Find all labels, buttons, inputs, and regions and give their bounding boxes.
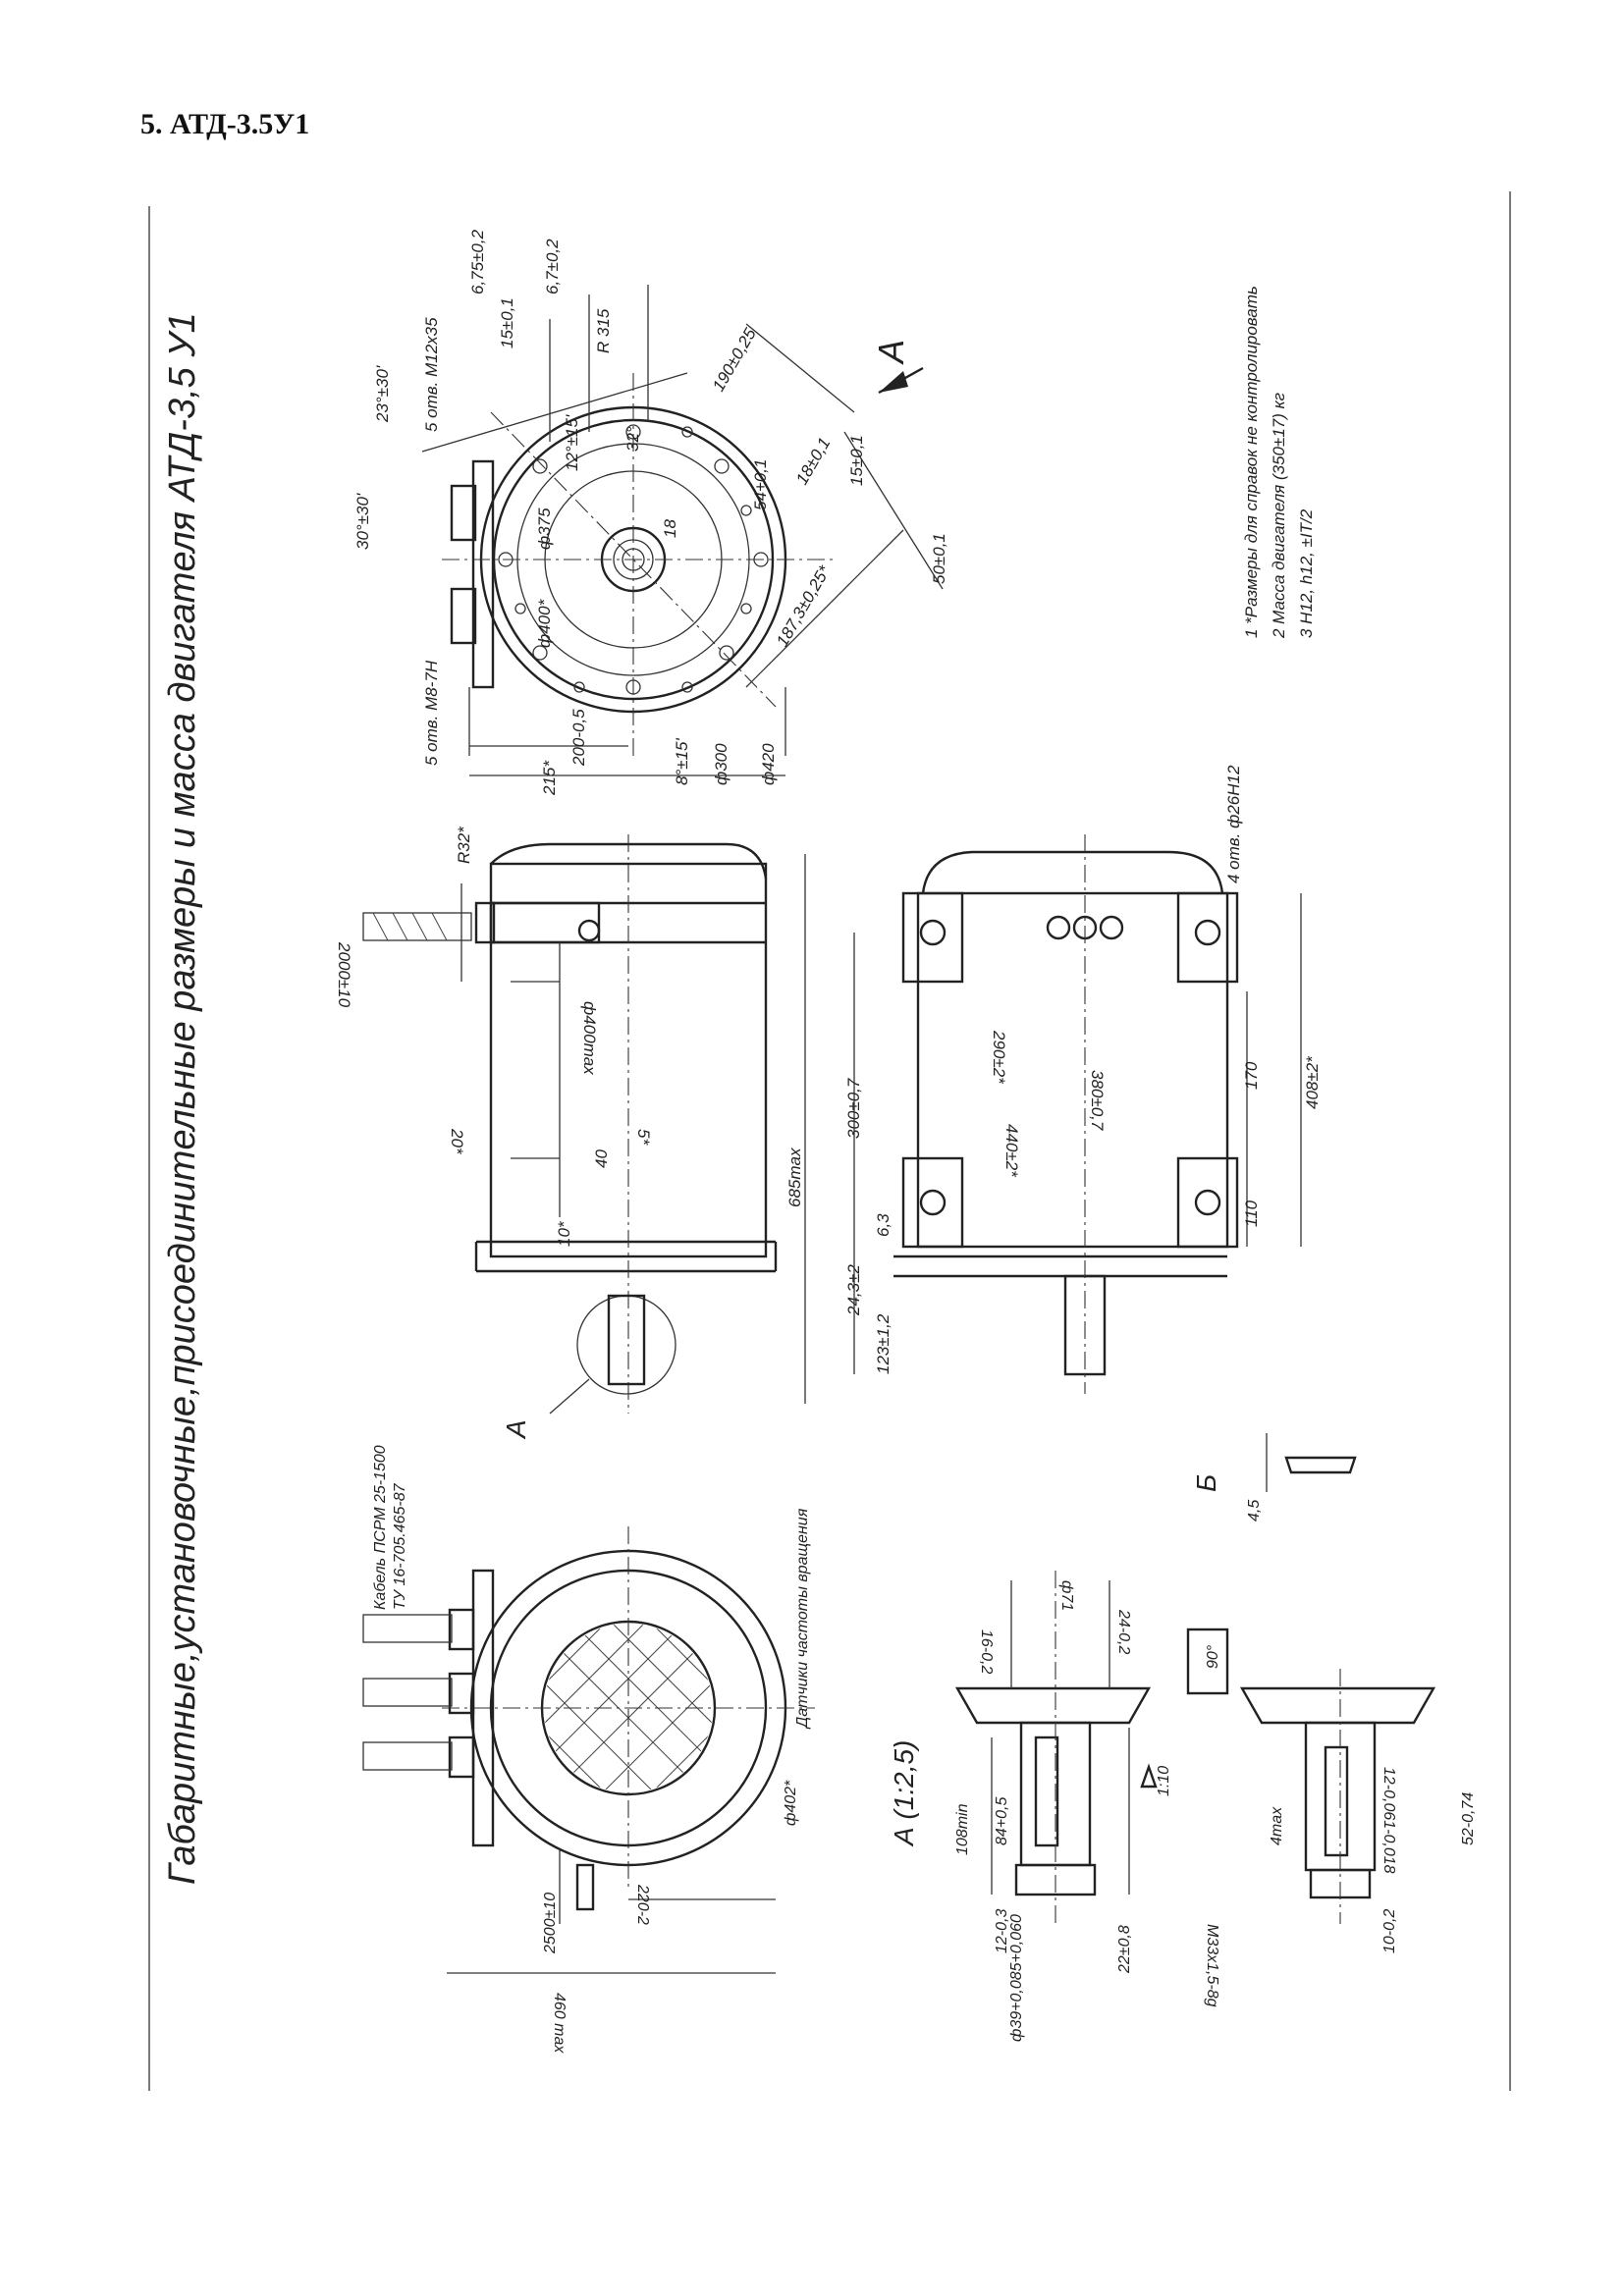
dim-ev-23: ф420: [759, 743, 778, 785]
dim-da-6: 84+0,5: [994, 1797, 1010, 1845]
top-view-dimensions: 4 отв. ф26Н12 290±2* 380±0,7 440±2* 170 …: [990, 765, 1322, 1227]
dim-da-4: 1:10: [1156, 1766, 1172, 1796]
dim-ev-0: 30°±30': [353, 493, 372, 550]
dim-ev-16: 18: [661, 519, 679, 538]
dim-db-0: 4,5: [1246, 1500, 1263, 1522]
document-heading: 5. АТД-3.5У1: [140, 108, 310, 140]
dim-tv-4: 170: [1242, 1061, 1261, 1090]
dim-da-0: ф71: [1058, 1580, 1075, 1611]
notes-block: 1 *Размеры для справок не контролировать…: [1242, 286, 1316, 639]
detail-b: [1239, 1433, 1436, 1924]
dim-db-1: 4max: [1269, 1806, 1285, 1845]
dim-tv-2: 380±0,7: [1088, 1070, 1107, 1131]
note-3: 3 H12, h12, ±IT/2: [1297, 508, 1316, 638]
dim-fv-5: 2500±10: [542, 1893, 559, 1954]
dim-ev-11: 54+0,1: [751, 459, 770, 510]
dim-fv-0: Кабель ПСРМ 25-1500: [372, 1445, 389, 1610]
dim-ev-12: 15±0,1: [847, 435, 866, 486]
dim-ev-18: 5 отв. М8-7Н: [422, 660, 441, 766]
dim-sv-3: 20*: [448, 1128, 466, 1155]
dim-ev-4: 6,7±0,2: [543, 239, 562, 294]
front-view: [362, 1526, 815, 1974]
dim-tv-1: 290±2*: [990, 1030, 1008, 1085]
dim-ev-17: 187,3±0,25*: [773, 561, 835, 650]
dim-da-8: 22±0,8: [1116, 1925, 1133, 1974]
dim-ev-21: 8°±15': [673, 738, 691, 785]
detail-a-dimensions: ф71 24-0,2 16-0,2 90° 1:10 108min 84+0,5…: [954, 1580, 1221, 2042]
side-view: [362, 834, 806, 1415]
dim-fv-1: ТУ 16-705.465-87: [392, 1482, 408, 1610]
dim-ev-14: ф400*: [535, 598, 554, 648]
note-1: 1 *Размеры для справок не контролировать: [1242, 286, 1261, 638]
dim-db-3: 52-0,74: [1460, 1792, 1477, 1845]
dim-sv-6: 10*: [555, 1220, 573, 1247]
dim-sv-5: 40: [592, 1149, 611, 1168]
dim-ev-7: 12°±15': [563, 414, 581, 471]
dim-ev-5: 15±0,1: [498, 297, 516, 348]
dim-ev-3: 6,75±0,2: [468, 229, 487, 294]
dim-ev-22: ф300: [712, 743, 730, 785]
dim-fv-3: ф402*: [783, 1780, 799, 1826]
drawing-title: Габаритные,установочные,присоединительны…: [162, 312, 203, 1885]
dim-sv-10: 123±1,2: [874, 1313, 893, 1374]
dim-fv-6: 460 max: [551, 1993, 568, 2054]
dim-sv-2: ф400max: [580, 1001, 599, 1075]
dim-da-5: 108min: [954, 1803, 971, 1855]
top-view: [853, 834, 1302, 1394]
view-a-ref-label: А: [501, 1419, 531, 1440]
side-view-dimensions: R32* 2000±10 ф400max 20* 5* 40 10* 685ma…: [335, 826, 893, 1374]
dim-ev-15: ф375: [535, 507, 554, 550]
dim-tv-6: 110: [1242, 1200, 1261, 1227]
dim-db-2: 12-0,061-0,018: [1380, 1767, 1397, 1874]
view-a-arrow-label: А: [871, 340, 911, 365]
dim-db-5: М33х1,5-8g: [1204, 1924, 1220, 2007]
dim-tv-0: 4 отв. ф26Н12: [1224, 765, 1243, 883]
dim-ev-10: 18±0,1: [792, 435, 834, 488]
dim-fv-2: Датчики частоты вращения: [794, 1508, 811, 1730]
dim-da-7: 12-0,3: [994, 1909, 1010, 1953]
dim-da-3: 90°: [1205, 1644, 1221, 1669]
dim-sv-0: R32*: [455, 826, 473, 864]
dim-db-4: 10-0,2: [1381, 1909, 1398, 1953]
dim-ev-8: 32°: [623, 426, 642, 452]
detail-b-label: Б: [1191, 1474, 1221, 1492]
dim-fv-4: 220-2: [634, 1884, 651, 1925]
dim-sv-4: 5*: [634, 1129, 653, 1146]
end-view-flange: [421, 285, 944, 776]
detail-a-label: А (1:2,5): [889, 1740, 919, 1847]
dim-ev-2: 5 отв. М12х35: [422, 317, 441, 432]
dim-da-9: ф39+0,085+0,060: [1008, 1914, 1025, 2042]
dim-sv-1: 2000±10: [335, 941, 353, 1008]
dim-ev-19: 200-0,5: [569, 709, 588, 767]
detail-b-dimensions: 4,5 4max 12-0,061-0,018 52-0,74 10-0,2 М…: [1204, 1500, 1477, 2007]
note-2: 2 Масса двигателя (350±17) кг: [1270, 393, 1288, 639]
dim-ev-1: 23°±30': [373, 365, 392, 423]
dim-sv-7: 685max: [785, 1148, 804, 1207]
dim-da-2: 16-0,2: [978, 1629, 995, 1674]
dim-sv-11: 6,3: [874, 1213, 893, 1237]
dim-tv-3: 440±2*: [1002, 1124, 1021, 1178]
detail-a-shaft: [954, 1571, 1229, 1924]
dim-ev-20: 215*: [540, 760, 559, 796]
dim-tv-5: 408±2*: [1303, 1055, 1322, 1109]
dim-ev-13: 50±0,1: [930, 533, 948, 584]
dim-ev-9: 190±0,25: [709, 325, 760, 395]
dim-ev-6: R 315: [594, 308, 613, 353]
dim-da-1: 24-0,2: [1115, 1609, 1132, 1654]
front-view-dimensions: Кабель ПСРМ 25-1500 ТУ 16-705.465-87 Дат…: [372, 1445, 811, 2054]
